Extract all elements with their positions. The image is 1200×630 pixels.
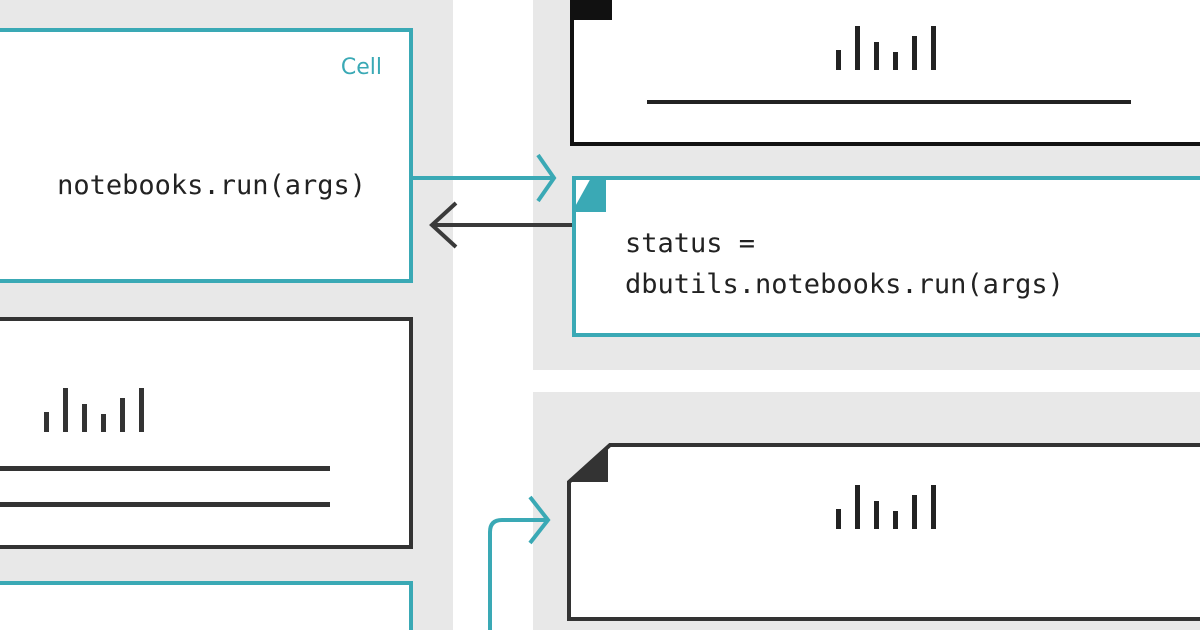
- cell-code: notebooks.run(args): [57, 170, 366, 201]
- divider-line: [0, 466, 330, 471]
- notebook-card-top[interactable]: [570, 0, 1200, 146]
- folded-corner-icon: [569, 445, 608, 482]
- connector-arrow-icon: [488, 495, 551, 630]
- called-cell[interactable]: status = dbutils.notebooks.run(args): [572, 176, 1200, 337]
- code-line-1: status =: [625, 228, 755, 259]
- arrow-left-icon: [429, 201, 572, 249]
- notebook-card-bottom[interactable]: [567, 443, 1200, 621]
- folded-corner-icon: [572, 176, 606, 212]
- cell-label: Cell: [341, 55, 382, 80]
- code-line-2: dbutils.notebooks.run(args): [625, 269, 1064, 300]
- arrow-right-icon: [412, 153, 557, 203]
- folded-corner-icon: [572, 0, 612, 20]
- notebook-card-left[interactable]: [0, 317, 413, 549]
- divider-line: [0, 502, 330, 507]
- caller-cell-bottom[interactable]: [0, 581, 413, 630]
- divider-line: [647, 100, 1131, 104]
- caller-cell[interactable]: Cell notebooks.run(args): [0, 28, 413, 283]
